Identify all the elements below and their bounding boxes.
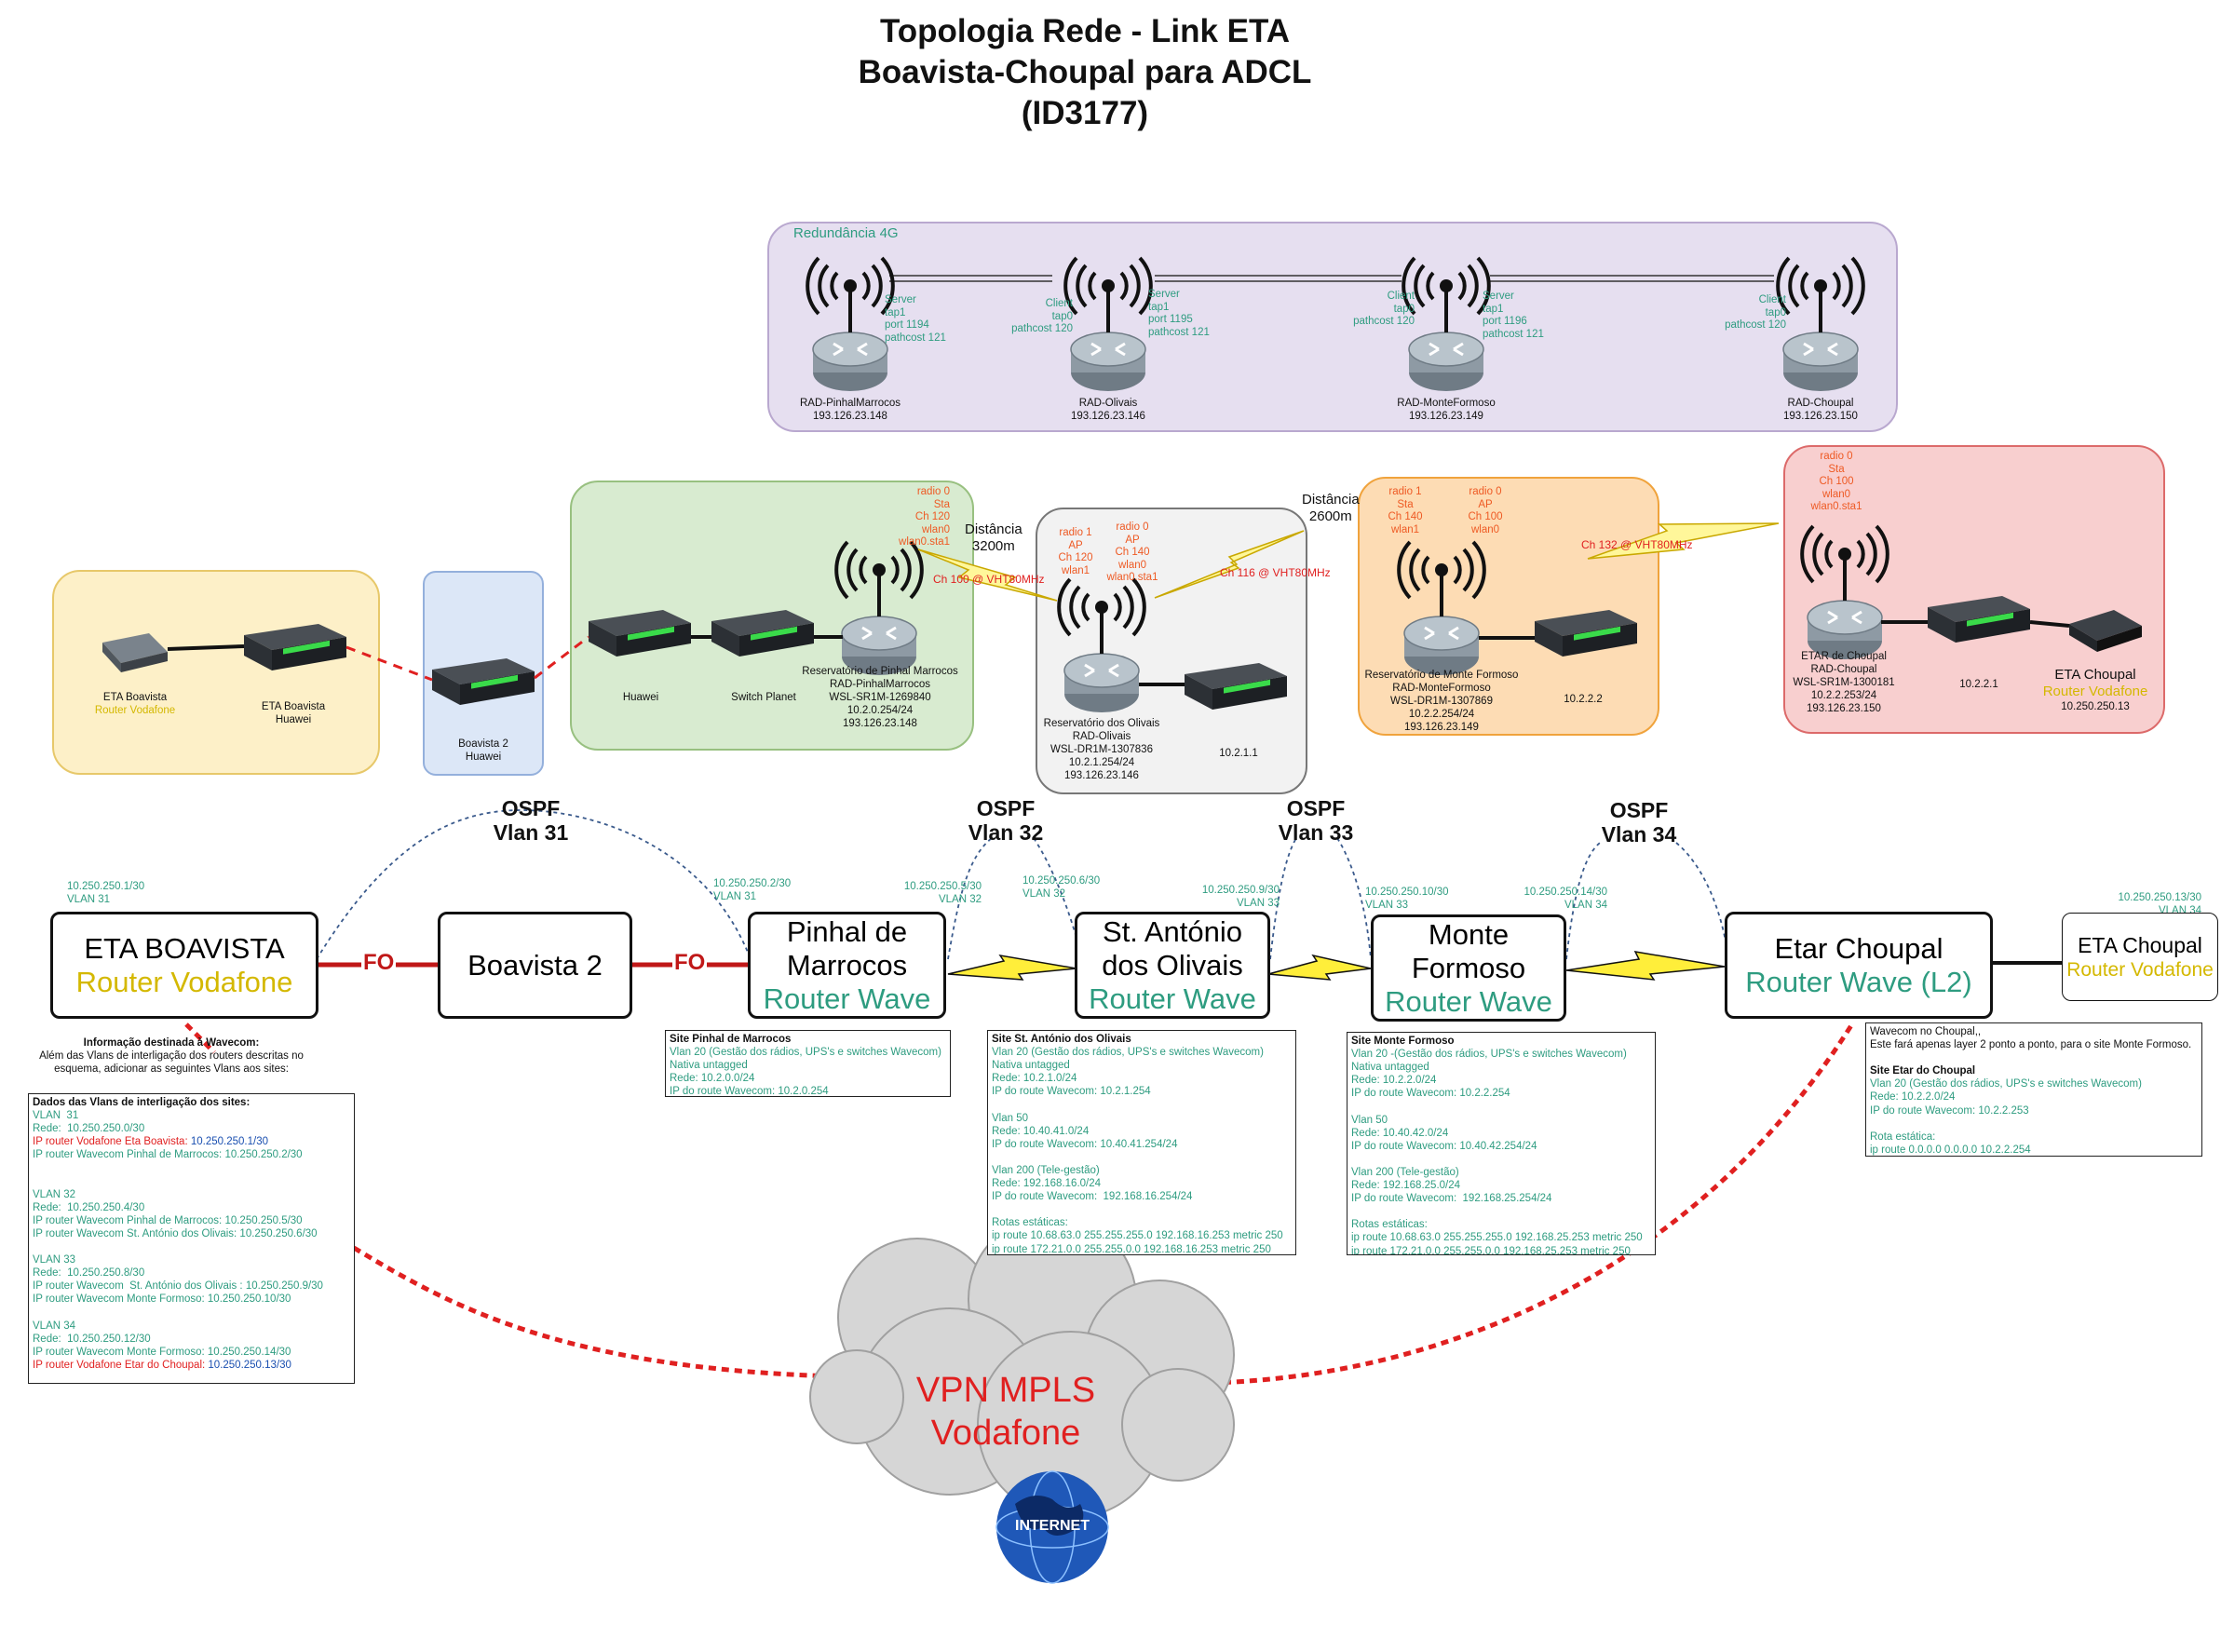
wireless-link-label-1: Ch 100 @ VHT80MHz: [933, 573, 1045, 586]
node-olivais: St. António dos Olivais Router Wave: [1075, 912, 1270, 1019]
tunnel-client-2: Client tap0 pathcost 120: [1353, 291, 1415, 327]
internet-globe-icon: [995, 1470, 1109, 1584]
node-etar-choupal: Etar Choupal Router Wave (L2): [1725, 912, 1993, 1019]
wireless-link-label-2: Ch 116 @ VHT80MHz: [1220, 566, 1331, 579]
eta-boavista-router-label: ETA Boavista Router Vodafone: [94, 692, 176, 716]
wavecom-info: Informação destinada à Wavecom: Além das…: [39, 1037, 304, 1075]
monte-switch-label: 10.2.2.2: [1564, 694, 1603, 705]
vpn-cloud: [809, 1214, 1235, 1519]
pinhal-radio-label: Reservatório de Pinhal Marrocos RAD-Pinh…: [802, 666, 958, 729]
rad-pinhal-icon: [834, 540, 924, 677]
ospf-vlan33: OSPF Vlan 33: [1278, 796, 1354, 845]
pinhal-huawei-label: Huawei: [622, 692, 659, 703]
site-choupal-info-box: Wavecom no Choupal,, Este fará apenas la…: [1865, 1022, 2202, 1157]
tunnel-client-1: Client tap0 pathcost 120: [1011, 298, 1073, 334]
eta-boavista-switch-icon: [244, 624, 346, 670]
node-eta-choupal: ETA Choupal Router Vodafone: [2062, 913, 2218, 1001]
monte-radio-label: Reservatório de Monte Formoso RAD-MonteF…: [1364, 670, 1519, 733]
choupal-region: [1783, 445, 2165, 734]
internet-label: INTERNET: [1015, 1518, 1090, 1534]
main-link-bolts: [947, 951, 1726, 981]
pinhal-planet-switch-icon: [711, 610, 814, 657]
eta-boavista-router-icon: [102, 633, 168, 672]
choupal-switch-label: 10.2.2.1: [1959, 679, 1998, 690]
tunnel-server-3: Server tap1 port 1196 pathcost 121: [1483, 291, 1544, 340]
wireless-link-label-3: Ch 132 @ VHT80MHz: [1581, 538, 1693, 551]
eta-choupal-router-icon: [2069, 610, 2142, 652]
boavista2-label: Boavista 2 Huawei: [458, 738, 508, 763]
page-title: Topologia Rede - Link ETA Boavista-Choup…: [858, 13, 1312, 131]
olivais-radio-label: Reservatório dos Olivais RAD-Olivais WSL…: [1043, 718, 1160, 781]
tunnel-server-2: Server tap1 port 1195 pathcost 121: [1148, 289, 1210, 338]
distance-pinhal-olivais: Distância 3200m: [965, 521, 1022, 554]
fo-label-1: FO: [361, 950, 397, 976]
ospf-vlan32: OSPF Vlan 32: [968, 796, 1044, 845]
ospf-vlan31: OSPF Vlan 31: [493, 796, 569, 845]
rad-monte-icon: [1397, 540, 1486, 677]
site-olivais-info-box: Site St. António dos Olivais Vlan 20 (Ge…: [987, 1030, 1296, 1255]
olivais-region: [1036, 508, 1307, 794]
pinhal-huawei-switch-icon: [589, 610, 691, 657]
choupal-router-label: ETA Choupal Router Vodafone 10.250.250.1…: [2042, 667, 2148, 712]
tunnel-client-3: Client tap0 pathcost 120: [1725, 294, 1786, 331]
monte-radio1-info: radio 1 Sta Ch 140 wlan1: [1388, 486, 1423, 535]
node-boavista2: Boavista 2: [438, 912, 632, 1019]
rad-monte-4g-icon: [1402, 256, 1491, 393]
rad-choupal-icon: [1800, 524, 1889, 661]
choupal-switch-icon: [1928, 596, 2030, 643]
redundancy-label: Redundância 4G: [793, 225, 899, 241]
choupal-radio-label: ETAR de Choupal RAD-Choupal WSL-SR1M-130…: [1793, 651, 1895, 714]
vpn-cloud-label: VPN MPLS Vodafone: [915, 1371, 1096, 1453]
olivais-radio1-info: radio 1 AP Ch 120 wlan1: [1058, 527, 1093, 576]
vlan-info-box: Dados das Vlans de interligação dos site…: [28, 1093, 355, 1384]
boavista2-switch-icon: [432, 658, 535, 705]
node-eta-boavista: ETA BOAVISTA Router Vodafone: [50, 912, 318, 1019]
olivais-switch-icon: [1185, 663, 1287, 710]
choupal-radio0-info: radio 0 Sta Ch 100 wlan0 wlan0.sta1: [1810, 451, 1862, 512]
monte-region: [1358, 477, 1659, 736]
redundancy-region: [767, 222, 1898, 432]
rad-olivais-4g-icon: [1063, 256, 1153, 393]
rad-pinhal-4g-label: RAD-PinhalMarrocos 193.126.23.148: [799, 398, 901, 422]
site-monte-info-box: Site Monte Formoso Vlan 20 -(Gestão dos …: [1347, 1032, 1656, 1255]
tunnel-server-1: Server tap1 port 1194 pathcost 121: [885, 294, 946, 344]
eta-boavista-switch-label: ETA Boavista Huawei: [261, 701, 326, 725]
ospf-vlan34: OSPF Vlan 34: [1601, 798, 1677, 846]
monte-switch-icon: [1535, 610, 1637, 657]
site-pinhal-info-box: Site Pinhal de Marrocos Vlan 20 (Gestão …: [665, 1030, 951, 1097]
vpn-links: [184, 1021, 1856, 1386]
olivais-switch-label: 10.2.1.1: [1219, 748, 1258, 759]
eta-boavista-region: [52, 570, 380, 775]
pinhal-radio-info: radio 0 Sta Ch 120 wlan0 wlan0.sta1: [899, 486, 950, 548]
rad-choupal-4g-icon: [1776, 256, 1865, 393]
redundancy-links: [889, 275, 1774, 282]
rad-olivais-4g-label: RAD-Olivais 193.126.23.146: [1071, 398, 1145, 422]
fo-label-2: FO: [672, 950, 708, 976]
pinhal-planet-label: Switch Planet: [731, 692, 796, 703]
olivais-radio0-info: radio 0 AP Ch 140 wlan0 wlan0.sta1: [1106, 521, 1158, 583]
monte-radio0-info: radio 0 AP Ch 100 wlan0: [1468, 486, 1503, 535]
rad-pinhal-4g-icon: [806, 256, 895, 393]
rad-olivais-icon: [1057, 577, 1146, 714]
node-pinhal: Pinhal de Marrocos Router Wave: [748, 912, 946, 1019]
rad-choupal-4g-label: RAD-Choupal 193.126.23.150: [1783, 398, 1858, 422]
rad-monte-4g-label: RAD-MonteFormoso 193.126.23.149: [1397, 398, 1496, 422]
wireless-link-bolts: [917, 522, 1780, 602]
distance-olivais-monte: Distância 2600m: [1302, 492, 1360, 524]
node-monte: Monte Formoso Router Wave: [1371, 914, 1566, 1022]
